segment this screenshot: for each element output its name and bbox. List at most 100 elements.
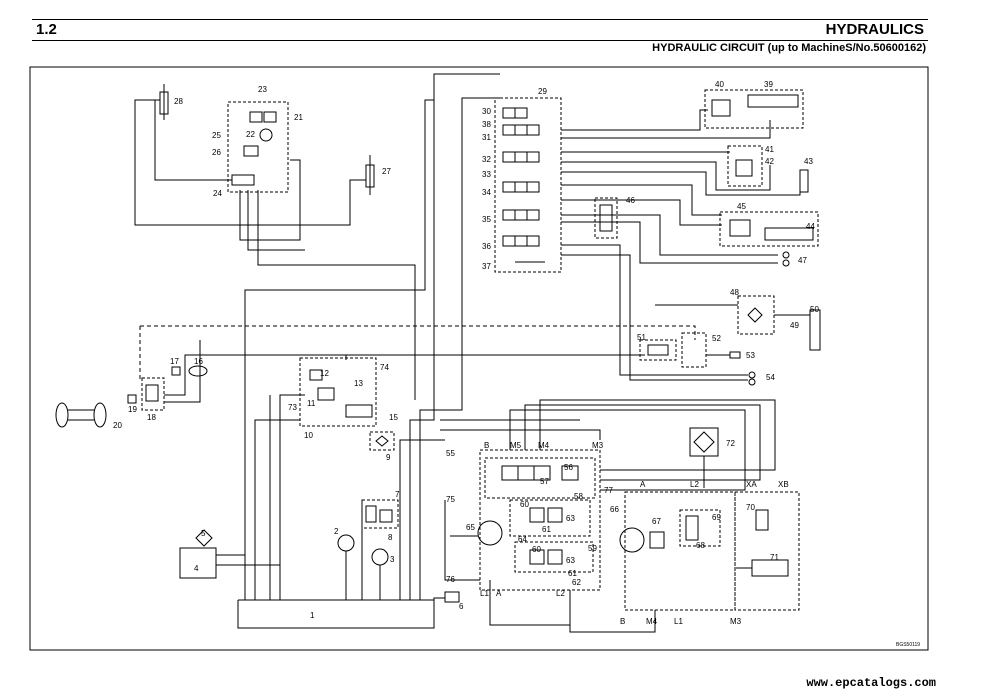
label-28: 28 [174, 97, 183, 106]
motor-66 [619, 527, 645, 553]
port-m3-bottom: M3 [730, 617, 742, 626]
label-2: 2 [334, 527, 339, 536]
label-51: 51 [637, 333, 646, 342]
label-45: 45 [737, 202, 746, 211]
label-33: 33 [482, 170, 491, 179]
label-54: 54 [766, 373, 775, 382]
label-61b: 61 [568, 569, 577, 578]
label-24: 24 [213, 189, 222, 198]
label-71: 71 [770, 553, 779, 562]
label-7: 7 [395, 490, 400, 499]
label-64: 64 [518, 535, 527, 544]
section-title: HYDRAULICS [825, 21, 924, 38]
label-57: 57 [540, 477, 549, 486]
tank [237, 600, 435, 629]
label-1: 1 [310, 611, 315, 620]
label-69: 69 [712, 513, 721, 522]
port-xb: XB [778, 480, 789, 489]
valve-group-48 [737, 295, 775, 335]
label-15: 15 [389, 413, 398, 422]
label-26: 26 [212, 148, 221, 157]
valve-group-41 [727, 145, 763, 187]
cylinder-group-44 [719, 211, 819, 247]
diagram-code: BGS50119 [896, 642, 920, 648]
label-56: 56 [564, 463, 573, 472]
label-25: 25 [212, 131, 221, 140]
label-49: 49 [790, 321, 799, 330]
pump-65 [477, 520, 503, 546]
page-header: 1.2 HYDRAULICS [32, 19, 928, 41]
label-4: 4 [194, 564, 199, 573]
label-63b: 63 [566, 556, 575, 565]
label-37: 37 [482, 262, 491, 271]
label-17: 17 [170, 357, 179, 366]
cylinder-group-39 [704, 89, 804, 129]
label-73: 73 [288, 403, 297, 412]
label-46: 46 [626, 196, 635, 205]
footer-url: www.epcatalogs.com [806, 676, 936, 690]
port-l2-bottom: L2 [556, 589, 565, 598]
port-a-bottom: A [496, 589, 502, 598]
label-63a: 63 [566, 514, 575, 523]
label-6: 6 [459, 602, 464, 611]
check-valve-6 [444, 591, 460, 603]
port-l1-left: L1 [480, 589, 489, 598]
label-8: 8 [388, 533, 393, 542]
label-66: 66 [610, 505, 619, 514]
label-74: 74 [380, 363, 389, 372]
label-47: 47 [798, 256, 807, 265]
motor-20 [55, 402, 69, 428]
cylinder-43 [799, 169, 809, 193]
label-55: 55 [446, 449, 455, 458]
label-50: 50 [810, 305, 819, 314]
label-59: 59 [588, 544, 597, 553]
label-29: 29 [538, 87, 547, 96]
port-xa: XA [746, 480, 757, 489]
label-67: 67 [652, 517, 661, 526]
label-21: 21 [294, 113, 303, 122]
label-5: 5 [201, 529, 206, 538]
label-18: 18 [147, 413, 156, 422]
label-3: 3 [390, 555, 395, 564]
label-34: 34 [482, 188, 491, 197]
label-36: 36 [482, 242, 491, 251]
label-40: 40 [715, 80, 724, 89]
label-65: 65 [466, 523, 475, 532]
label-12: 12 [320, 369, 329, 378]
reservoir-4 [179, 547, 217, 579]
label-22: 22 [246, 130, 255, 139]
port-m5: M5 [510, 441, 522, 450]
label-61a: 61 [542, 525, 551, 534]
port-b-bottom: B [620, 617, 625, 626]
label-30: 30 [482, 107, 491, 116]
label-60a: 60 [520, 500, 529, 509]
label-41: 41 [765, 145, 774, 154]
port-m4-bottom: M4 [646, 617, 658, 626]
valve-group-7 [361, 499, 399, 529]
port-l1-bottom: L1 [674, 617, 683, 626]
label-72: 72 [726, 439, 735, 448]
label-31: 31 [482, 133, 491, 142]
label-23: 23 [258, 85, 267, 94]
label-11: 11 [307, 399, 316, 408]
label-35: 35 [482, 215, 491, 224]
label-75: 75 [446, 495, 455, 504]
filter-9 [369, 431, 395, 451]
label-43: 43 [804, 157, 813, 166]
label-77: 77 [604, 486, 613, 495]
port-m4-top: M4 [538, 441, 550, 450]
motor-group-66 [624, 491, 736, 611]
label-48: 48 [730, 288, 739, 297]
label-10: 10 [304, 431, 313, 440]
pump-2 [337, 534, 355, 552]
valve-group-10 [299, 357, 377, 427]
label-20: 20 [113, 421, 122, 430]
label-62: 62 [572, 578, 581, 587]
label-16: 16 [194, 357, 203, 366]
port-labels: B M5 M4 M3 A L2 XA XB L1 A L2 B M4 L1 M3 [480, 441, 789, 626]
label-39: 39 [764, 80, 773, 89]
pump-3 [371, 548, 389, 566]
label-76: 76 [446, 575, 455, 584]
label-70: 70 [746, 503, 755, 512]
